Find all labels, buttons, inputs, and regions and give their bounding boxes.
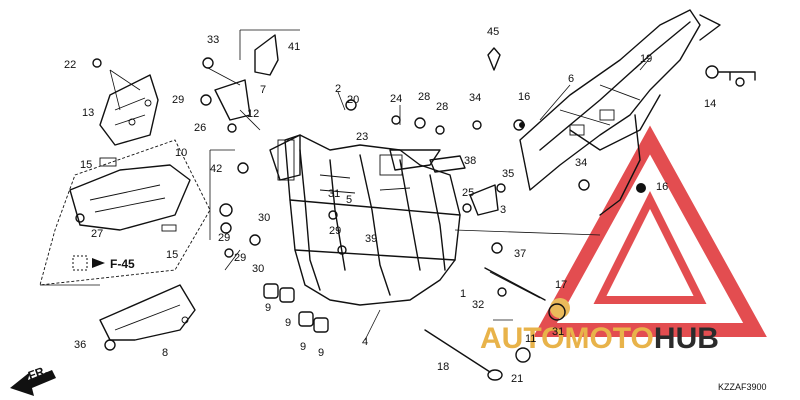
drawing-code: KZZAF3900 <box>718 382 767 392</box>
callout-labels: 1 2 3 4 5 6 7 8 9 9 9 9 10 11 12 13 14 1… <box>64 26 716 385</box>
callout-6: 6 <box>568 73 574 85</box>
callout-33: 33 <box>207 34 219 46</box>
callout-9a: 9 <box>265 302 271 314</box>
callout-29b: 29 <box>218 232 230 244</box>
callout-39: 39 <box>365 233 377 245</box>
callout-23: 23 <box>356 131 368 143</box>
callout-5: 5 <box>346 194 352 206</box>
callout-9c: 9 <box>300 341 306 353</box>
reference-f45: F-45 <box>72 255 135 271</box>
long-bolt-upper <box>484 267 546 301</box>
callout-16b: 16 <box>656 181 668 193</box>
callout-29d: 29 <box>329 225 341 237</box>
callout-8: 8 <box>162 347 168 359</box>
callout-11: 11 <box>525 333 536 345</box>
callout-42: 42 <box>210 163 222 175</box>
watermark-text-auto: AUTOMOTOHUB <box>480 322 719 355</box>
front-direction-indicator: FR. <box>10 363 56 396</box>
callout-13: 13 <box>82 107 94 119</box>
callout-28a: 28 <box>418 91 430 103</box>
callout-26: 26 <box>194 122 206 134</box>
callout-10: 10 <box>175 147 187 159</box>
bracket-41 <box>239 29 300 76</box>
callout-4: 4 <box>362 336 368 348</box>
callout-28b: 28 <box>436 101 448 113</box>
reference-arrow-icon <box>92 258 105 268</box>
bracket-7 <box>214 79 251 121</box>
callout-21: 21 <box>511 373 523 385</box>
leader-lines <box>40 57 651 341</box>
callout-29a: 29 <box>172 94 184 106</box>
callout-31a: 31 <box>328 188 340 200</box>
callout-17: 17 <box>555 279 567 291</box>
reference-box-icon <box>72 255 88 271</box>
callout-14: 14 <box>704 98 716 110</box>
callout-15a: 15 <box>80 159 92 171</box>
callout-31b: 31 <box>552 326 564 338</box>
callout-35: 35 <box>502 168 514 180</box>
front-arrow-icon <box>10 370 56 396</box>
callout-22: 22 <box>64 59 76 71</box>
callout-16a: 16 <box>518 91 530 103</box>
callout-32: 32 <box>472 299 484 311</box>
callout-24: 24 <box>390 93 402 105</box>
watermark-dot-icon <box>550 298 570 318</box>
callout-2: 2 <box>335 83 341 95</box>
skid-plate-assembly <box>39 139 211 286</box>
lower-guard <box>99 284 196 341</box>
callout-19: 19 <box>640 53 652 65</box>
callout-9d: 9 <box>318 347 324 359</box>
callout-15b: 15 <box>166 249 178 261</box>
callout-45: 45 <box>487 26 499 38</box>
callout-1: 1 <box>460 288 466 300</box>
watermark-inner-triangle-icon <box>593 191 707 304</box>
side-cover <box>99 74 159 146</box>
reference-label: F-45 <box>110 257 135 271</box>
callout-18: 18 <box>437 361 449 373</box>
callout-12: 12 <box>247 108 259 120</box>
callout-25: 25 <box>462 187 474 199</box>
rear-subframe <box>519 9 721 216</box>
callout-30b: 30 <box>252 263 264 275</box>
callout-38: 38 <box>464 155 476 167</box>
callout-20: 20 <box>347 94 359 106</box>
callout-29c: 29 <box>234 252 246 264</box>
key-assembly <box>705 65 756 87</box>
callout-34a: 34 <box>469 92 481 104</box>
callout-27: 27 <box>91 228 103 240</box>
callout-3: 3 <box>500 204 506 216</box>
callout-41: 41 <box>288 41 300 53</box>
front-direction-label: FR. <box>26 363 49 383</box>
long-bolt-18 <box>424 329 503 381</box>
callout-37: 37 <box>514 248 526 260</box>
main-frame <box>269 134 461 306</box>
callout-7: 7 <box>260 84 266 96</box>
callout-34b: 34 <box>575 157 587 169</box>
callout-36: 36 <box>74 339 86 351</box>
callout-30a: 30 <box>258 212 270 224</box>
callout-9b: 9 <box>285 317 291 329</box>
